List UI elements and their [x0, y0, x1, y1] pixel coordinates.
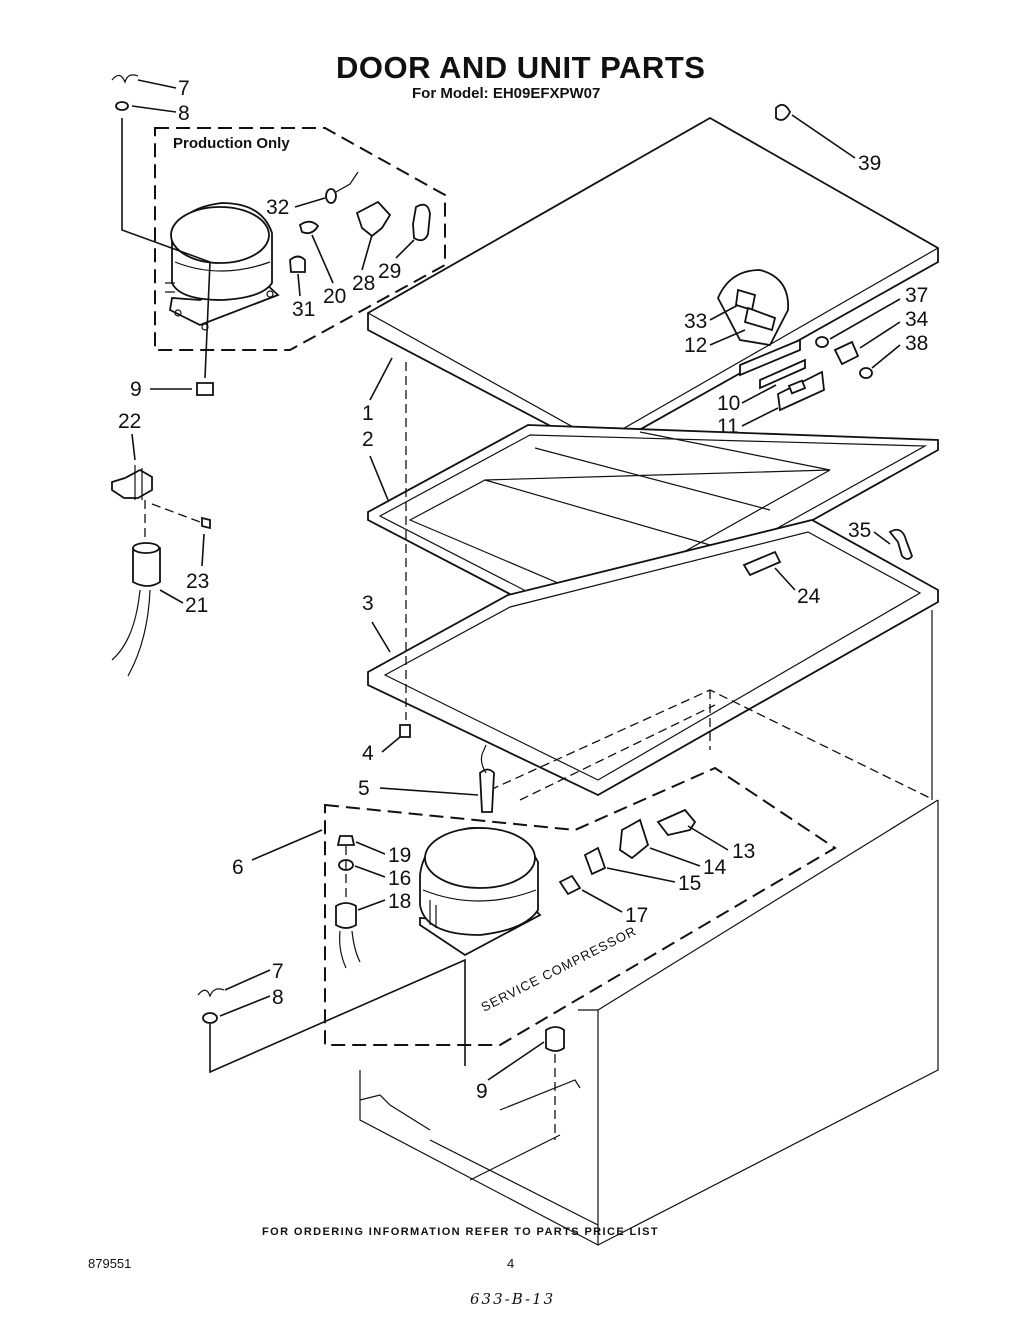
- callout-32: 32: [266, 196, 289, 219]
- production-only-group-box: [154, 127, 446, 351]
- callout-8: 8: [178, 102, 190, 125]
- clip-7-icon: [111, 74, 139, 84]
- bar-10-icon: [759, 358, 806, 390]
- callout-17: 17: [625, 904, 648, 927]
- overload-15-icon: [583, 846, 607, 876]
- compressor-service: [419, 827, 542, 957]
- screw-4-icon: [399, 724, 411, 738]
- relay-14-icon: [619, 818, 650, 860]
- nut-19-icon: [336, 835, 356, 846]
- service-compressor-group-box: [324, 766, 837, 1046]
- hinge-35-icon: [888, 528, 914, 560]
- callout-37: 37: [905, 284, 928, 307]
- callout-8b: 8: [272, 986, 284, 1009]
- compressor-production: [165, 202, 280, 331]
- callout-33: 33: [684, 310, 707, 333]
- key-38-icon: [859, 367, 873, 379]
- washer-37-icon: [815, 336, 829, 348]
- callout-24: 24: [797, 585, 821, 608]
- cover-13-icon: [656, 808, 697, 837]
- lock-cyl-34-icon: [833, 340, 860, 366]
- callout-9: 9: [130, 378, 142, 401]
- capacitor-18-icon: [335, 902, 361, 969]
- callout-22: 22: [118, 410, 141, 433]
- callout-31: 31: [292, 298, 315, 321]
- model-subtitle: For Model: EH09EFXPW07: [412, 85, 601, 102]
- callout-4: 4: [362, 742, 374, 765]
- grommet-9-icon: [196, 382, 214, 396]
- callout-5: 5: [358, 777, 370, 800]
- production-small-parts: [289, 171, 431, 273]
- callout-18: 18: [388, 890, 411, 913]
- page-title: DOOR AND UNIT PARTS: [336, 50, 706, 85]
- callout-7: 7: [178, 77, 190, 100]
- callout-2: 2: [362, 428, 374, 451]
- thermostat-5-icon: [479, 744, 495, 813]
- cabinet: [359, 610, 939, 1246]
- strip-12-icon: [739, 338, 801, 377]
- callout-14: 14: [703, 856, 727, 879]
- clip-7b-icon: [197, 988, 225, 998]
- callout-15: 15: [678, 872, 701, 895]
- handwritten-code: 633-B-13: [470, 1290, 556, 1308]
- document-number: 879551: [88, 1256, 132, 1271]
- door-lid: [367, 116, 939, 454]
- callout-28: 28: [352, 272, 375, 295]
- production-only-label: Production Only: [173, 135, 290, 152]
- capacitor-21-icon: [111, 542, 161, 677]
- bumper-39-icon: [775, 103, 792, 121]
- callout-10: 10: [717, 392, 740, 415]
- lock-11-icon: [777, 370, 825, 412]
- callout-35: 35: [848, 519, 871, 542]
- callout-3: 3: [362, 592, 374, 615]
- callout-6: 6: [232, 856, 244, 879]
- label-24-icon: [742, 550, 782, 577]
- page-number: 4: [507, 1256, 515, 1271]
- callout-23: 23: [186, 570, 209, 593]
- hinge-33-icon: [717, 269, 789, 346]
- grommet-9b-icon: [545, 1026, 565, 1052]
- callout-39: 39: [858, 152, 881, 175]
- washer-8b-icon: [202, 1012, 218, 1024]
- callout-12: 12: [684, 334, 707, 357]
- callout-16: 16: [388, 867, 411, 890]
- callout-34: 34: [905, 308, 929, 331]
- ordering-info-note: FOR ORDERING INFORMATION REFER TO PARTS …: [262, 1226, 659, 1238]
- callout-13: 13: [732, 840, 755, 863]
- clamp-22-icon: [111, 465, 153, 500]
- screw-23-icon: [201, 516, 211, 530]
- callout-19: 19: [388, 844, 411, 867]
- service-compressor-label: SERVICE COMPRESSOR: [479, 923, 639, 1015]
- callout-7b: 7: [272, 960, 284, 983]
- callout-21: 21: [185, 594, 208, 617]
- callout-38: 38: [905, 332, 928, 355]
- callout-9b: 9: [476, 1080, 488, 1103]
- mount-line-a: [121, 118, 211, 379]
- callout-20: 20: [323, 285, 346, 308]
- callout-29: 29: [378, 260, 401, 283]
- washer-8-icon: [115, 101, 129, 111]
- terminal-17-icon: [558, 874, 582, 896]
- callout-1: 1: [362, 402, 374, 425]
